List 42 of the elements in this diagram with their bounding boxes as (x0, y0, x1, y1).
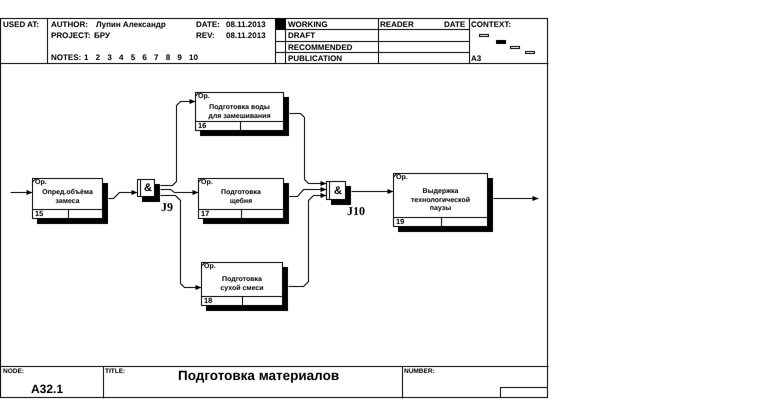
arrow (289, 187, 327, 197)
junction-type-label: & (334, 184, 342, 196)
arrow (10, 190, 33, 195)
junction-label: J10 (347, 205, 365, 218)
field-value: БРУ (94, 31, 110, 40)
column-header: READER (380, 20, 414, 30)
arrow (160, 195, 202, 290)
status-option: PUBLICATION (288, 54, 342, 64)
status-option: DRAFT (288, 31, 316, 40)
status-option: WORKING (288, 20, 328, 30)
arrow (351, 189, 394, 194)
note-numbers: 1 2 3 4 5 6 7 8 9 10 (84, 53, 198, 62)
field-label: AUTHOR: (51, 20, 88, 30)
arrow (160, 99, 196, 186)
field-label: USED AT: (3, 20, 39, 30)
activity-box (198, 178, 289, 224)
field-value: 08.11.2013 (226, 20, 266, 30)
arrow (288, 193, 327, 287)
node-number: A32.1 (31, 383, 64, 397)
field-label: REV: (196, 31, 215, 40)
arrow (160, 189, 199, 195)
field-label: DATE: (196, 20, 220, 30)
diagram-title: Подготовка материалов (178, 368, 340, 384)
junction-box (326, 181, 351, 205)
junction-type-label: & (144, 182, 152, 194)
activity-box (32, 178, 108, 224)
column-header: DATE (444, 20, 466, 30)
field-value: 08.11.2013 (226, 31, 266, 40)
field-value: Лупин Александр (96, 20, 166, 30)
activity-box (195, 92, 289, 136)
field-label: CONTEXT: (471, 20, 511, 30)
junction-label: J9 (161, 201, 173, 214)
field-label: NOTES: (51, 53, 82, 62)
activity-box (393, 173, 493, 232)
field-value: A3 (471, 54, 482, 64)
field-label: PROJECT: (51, 31, 91, 40)
arrow (493, 196, 539, 201)
arrow (289, 113, 327, 186)
status-option: RECOMMENDED (288, 43, 352, 52)
activity-box (201, 262, 288, 311)
arrow (108, 190, 138, 199)
junction-box (137, 179, 160, 202)
